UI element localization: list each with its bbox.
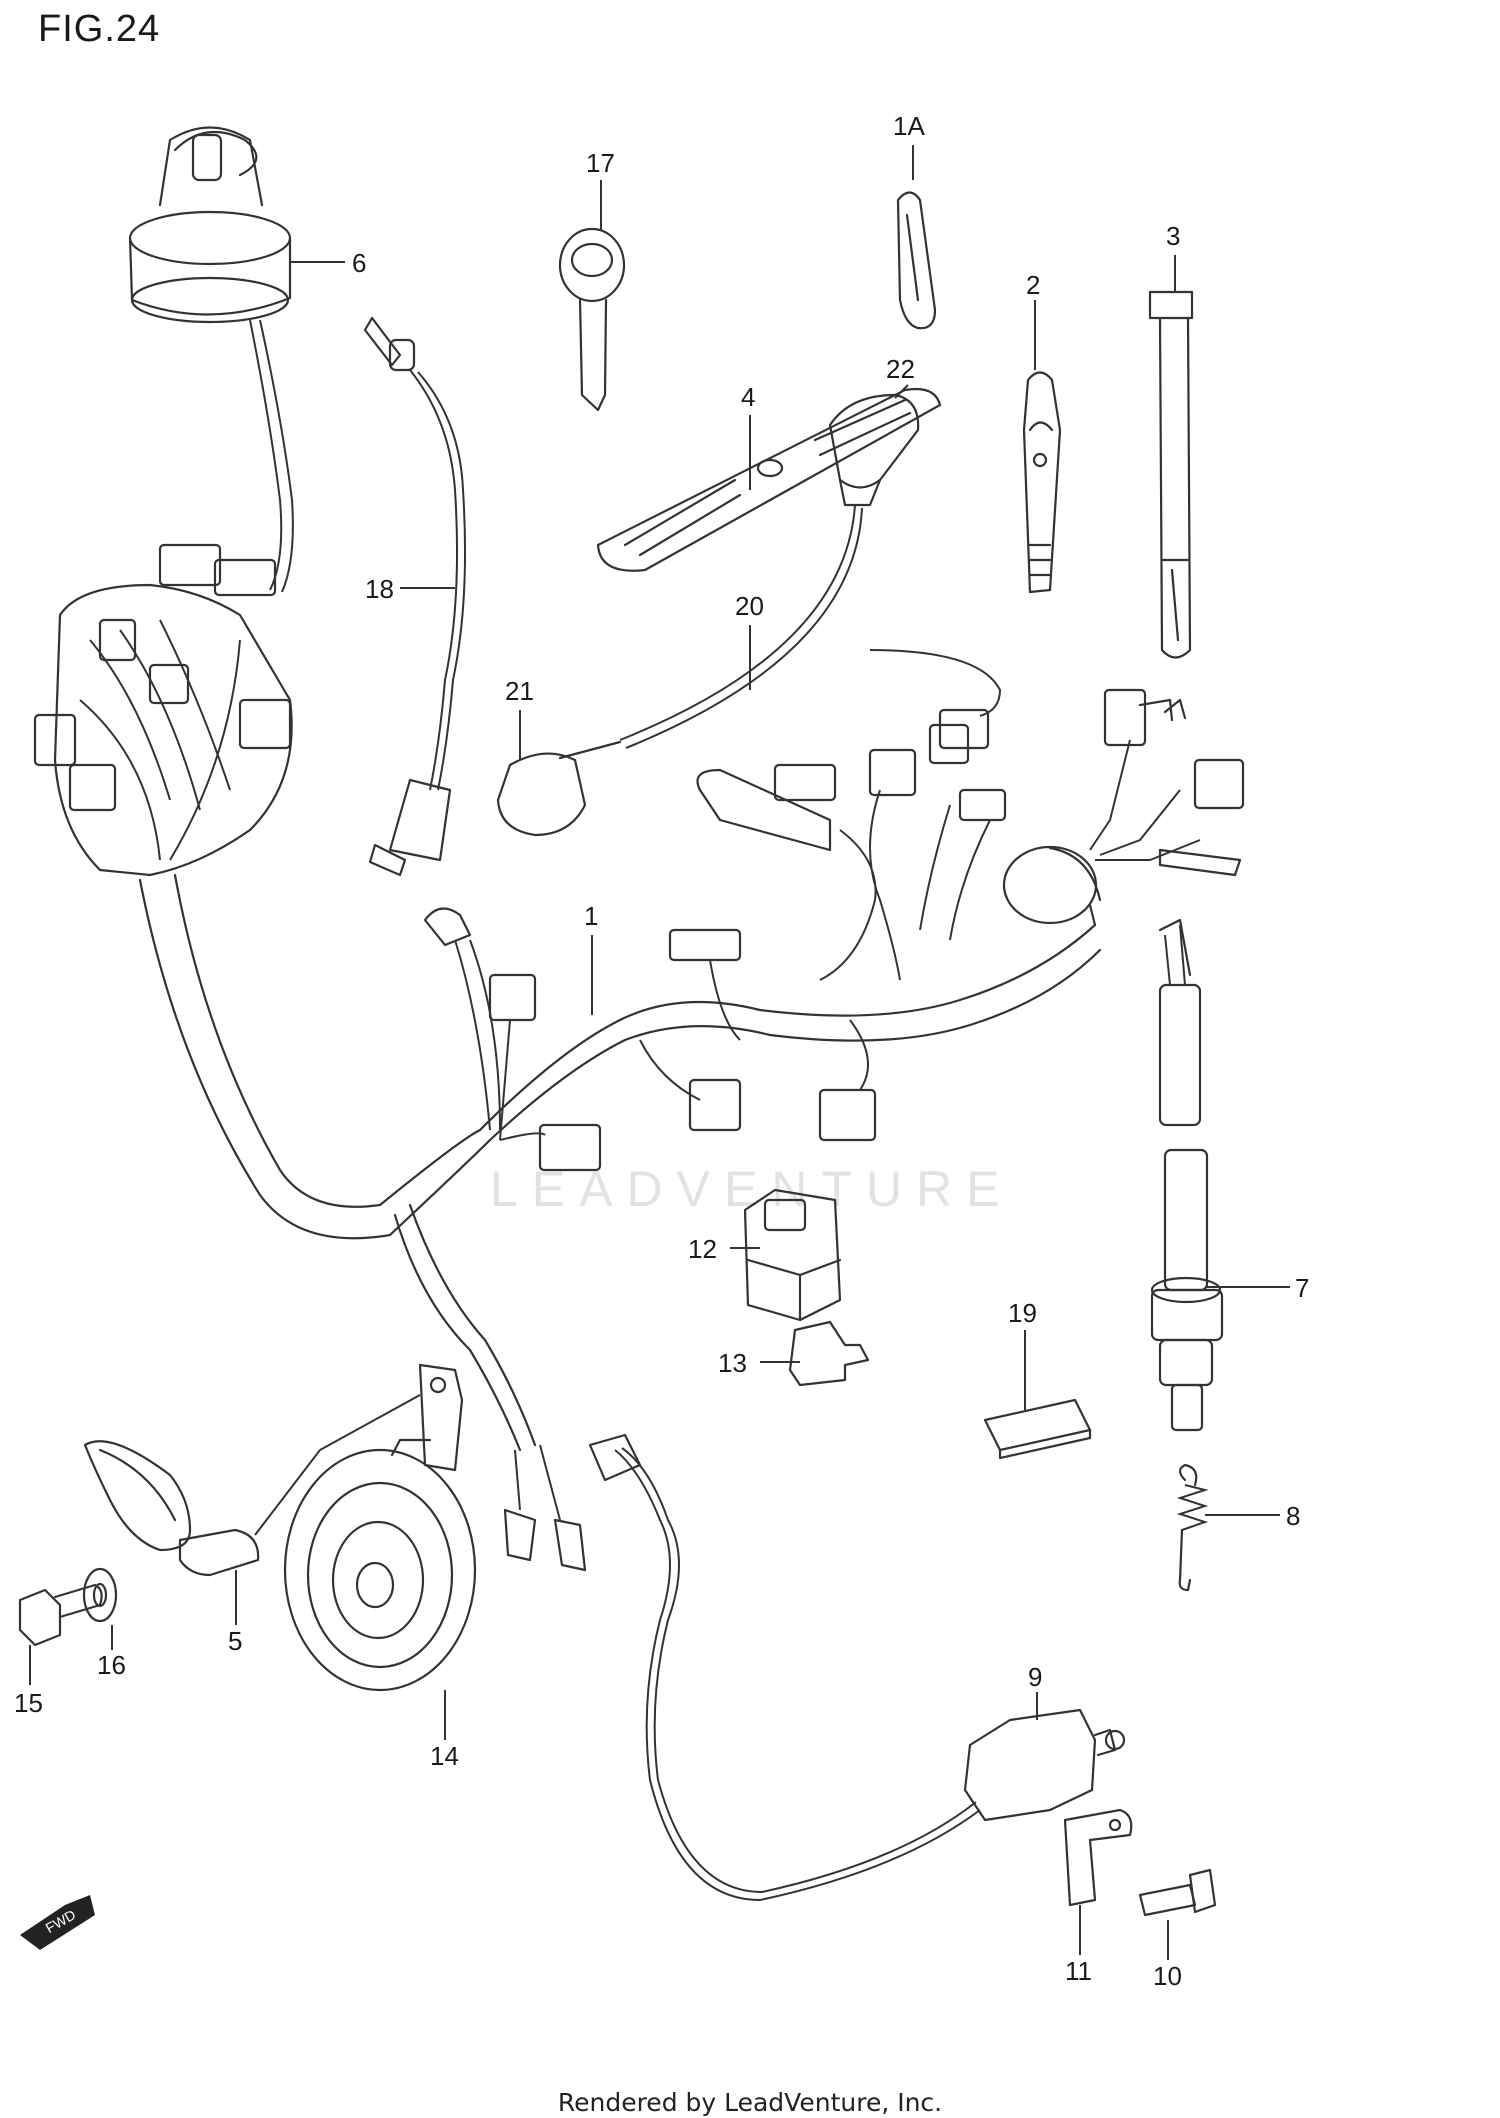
callout-17[interactable]: 17 bbox=[586, 148, 615, 178]
callout-5[interactable]: 5 bbox=[228, 1626, 242, 1656]
callout-22[interactable]: 22 bbox=[886, 354, 915, 384]
figure-title: FIG.24 bbox=[38, 8, 161, 50]
part-key[interactable] bbox=[558, 227, 626, 412]
callout-16[interactable]: 16 bbox=[97, 1650, 126, 1680]
callout-14[interactable]: 14 bbox=[430, 1741, 459, 1771]
part-7-brake-switch[interactable] bbox=[1150, 918, 1224, 1432]
part-20-lead-wire[interactable] bbox=[619, 504, 1002, 750]
part-19-pad[interactable] bbox=[983, 1398, 1092, 1460]
callout-10[interactable]: 10 bbox=[1153, 1961, 1182, 1991]
part-13-bracket[interactable] bbox=[788, 1320, 870, 1387]
part-9-switch[interactable] bbox=[588, 1433, 1126, 1902]
callout-11[interactable]: 11 bbox=[1065, 1956, 1092, 1986]
part-1a-strap[interactable] bbox=[896, 191, 937, 330]
part-1-main-harness[interactable] bbox=[33, 543, 1245, 1572]
part-4-band[interactable] bbox=[596, 387, 942, 572]
leader-lines bbox=[29, 145, 1290, 1960]
part-ignition-switch[interactable] bbox=[128, 126, 294, 593]
part-8-spring[interactable] bbox=[1176, 1463, 1209, 1592]
callout-13[interactable]: 13 bbox=[718, 1348, 747, 1378]
callout-12[interactable]: 12 bbox=[688, 1234, 717, 1264]
part-14-horn[interactable] bbox=[283, 1363, 477, 1692]
fwd-arrow-icon: FWD bbox=[20, 1895, 95, 1950]
callout-7[interactable]: 7 bbox=[1295, 1273, 1309, 1303]
callout-1a[interactable]: 1A bbox=[893, 111, 925, 141]
part-12-relay[interactable] bbox=[743, 1188, 842, 1322]
callout-9[interactable]: 9 bbox=[1028, 1662, 1042, 1692]
part-3-rod[interactable] bbox=[1148, 290, 1194, 659]
part-21-plug-cap[interactable] bbox=[496, 740, 622, 837]
footer-credit: Rendered by LeadVenture, Inc. bbox=[557, 2088, 943, 2117]
part-11-bracket[interactable] bbox=[1063, 1808, 1133, 1907]
part-2-strap[interactable] bbox=[1022, 371, 1062, 594]
callout-2[interactable]: 2 bbox=[1026, 270, 1040, 300]
callout-1[interactable]: 1 bbox=[584, 901, 598, 931]
callout-3[interactable]: 3 bbox=[1166, 221, 1180, 251]
callout-labels: 1A 17 3 2 6 4 22 18 20 21 1 12 7 19 13 8… bbox=[14, 111, 1309, 1991]
callout-6[interactable]: 6 bbox=[352, 248, 366, 278]
callout-4[interactable]: 4 bbox=[741, 382, 755, 412]
part-10-bolt[interactable] bbox=[1138, 1868, 1217, 1917]
part-5-horn-bracket[interactable] bbox=[83, 1440, 260, 1577]
part-22-cap[interactable] bbox=[828, 393, 920, 507]
callout-18[interactable]: 18 bbox=[365, 574, 394, 604]
callout-15[interactable]: 15 bbox=[14, 1688, 43, 1718]
part-16-washer[interactable] bbox=[82, 1567, 118, 1623]
callout-19[interactable]: 19 bbox=[1008, 1298, 1037, 1328]
part-18-lead-wire[interactable] bbox=[363, 316, 467, 877]
callout-21[interactable]: 21 bbox=[505, 676, 534, 706]
callout-8[interactable]: 8 bbox=[1286, 1501, 1300, 1531]
callout-20[interactable]: 20 bbox=[735, 591, 764, 621]
